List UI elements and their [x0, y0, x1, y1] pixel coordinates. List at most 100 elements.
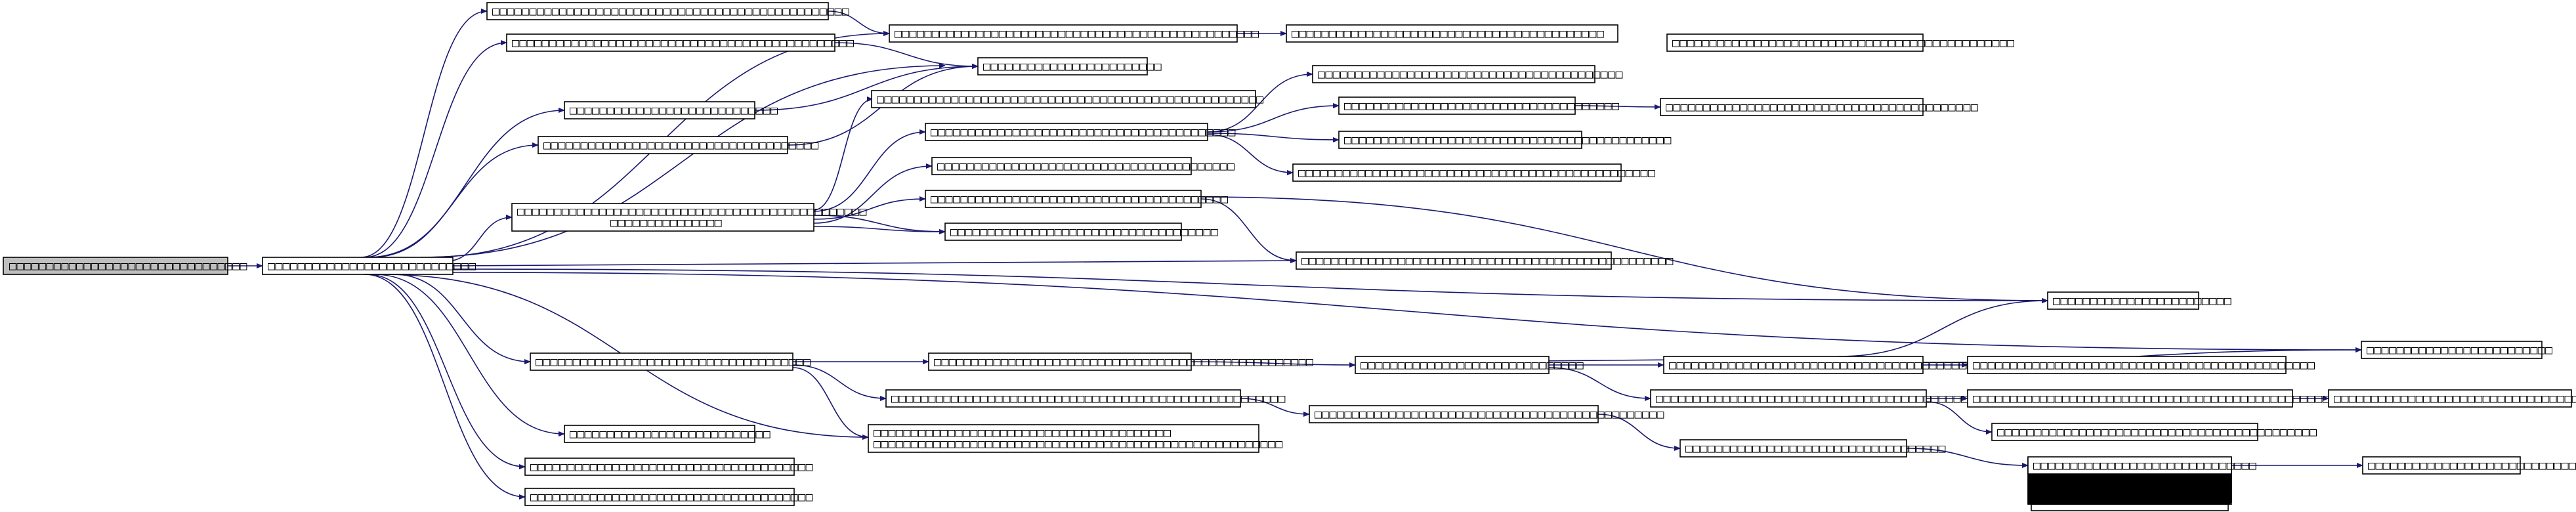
- edge-23: [813, 196, 926, 220]
- node-b5[interactable]: □□□□□□□□□□□□□□□□□□□□□□□□□□□□□□□□□□□□□□□□…: [511, 203, 867, 232]
- node-label: □□□□□□□□□□□□□□□□□□□□□□□□: [2053, 294, 2231, 308]
- node-label: □□□□□□□□□□□□□□□□□□□□□□□□□□□□□□□□□□□□□□□□…: [492, 5, 849, 18]
- edge-9: [452, 268, 2048, 303]
- node-label: □□□□□□□□□□□□□□□□□□□□□□□□□□□□□□□□□□□□□□□□…: [1672, 36, 2015, 50]
- node-label: □□□□□□□□□□□□□□□□□□□□□□□□□□□□□□□□□□□□□□□□…: [1973, 392, 2345, 406]
- node-label: □□□□□□□□□□□□□□□□□□□□□□□□□□□□□□□□□□□□□□□□…: [1669, 358, 1981, 372]
- node-label: □□□□□□□□□□□□□□□□□□□□□□□□□□□□□□: [1361, 358, 1584, 372]
- edge-36: [1191, 361, 1356, 368]
- node-b3[interactable]: □□□□□□□□□□□□□□□□□□□□□□□□□□□□: [564, 101, 778, 119]
- node-b7[interactable]: □□□□□□□□□□□□□□□□□□□□□□□□□□□: [564, 425, 771, 443]
- node-d6[interactable]: □□□□□□□□□□□□□□□□□□□□□□□□□□□□□□□□□□□□□□□□…: [1296, 251, 1674, 270]
- node-f3[interactable]: □□□□□□□□□□□□□□□□□□□□□□□□□□□□□□: [2362, 456, 2576, 475]
- edge-17: [834, 42, 979, 69]
- node-d4[interactable]: □□□□□□□□□□□□□□□□□□□□□□□□□□□□□□□□□□□□□□□□…: [1338, 131, 1672, 149]
- node-a[interactable]: □□□□□□□□□□□□□□□□□□□□□□□□□□□□: [262, 257, 476, 275]
- node-b9[interactable]: □□□□□□□□□□□□□□□□□□□□□□□□□□□□□□□□□□□□□□: [524, 488, 813, 506]
- node-label: □□□□□□□□□□□□□□□□□□□□□□□□□□□□□□□□□□□□□□□□…: [934, 355, 1313, 369]
- node-label: □□□□□□□□□□□□□□□□□□□□□□□□□□□□□□□□□□□□□□□□…: [891, 392, 1286, 406]
- node-label: □□□□□□□□□□□□□□□□□□□□□□□□□□□□□□□□□□□□□□□□…: [874, 437, 1283, 451]
- edge-44: [1926, 401, 1993, 435]
- node-f4[interactable]: □□□□□□□□□□□□□□□□□□□□□□□□□□□□□□□□□□□: [2328, 389, 2576, 408]
- node-label: □□□□□□□□□□□□□□□□□□□□□□□□□□□□□□: [2033, 459, 2256, 473]
- edge-7: [446, 215, 513, 262]
- edge-13: [373, 274, 565, 437]
- edge-33: [1207, 134, 1294, 175]
- node-label: □□□□□□□□□□□□□□□□□□□□□□□□□□□□□□□□□□□□: [950, 225, 1218, 239]
- node-d2[interactable]: □□□□□□□□□□□□□□□□□□□□□□□□□□□□□□□□□□□□□□□□…: [1312, 65, 1623, 83]
- node-d7[interactable]: □□□□□□□□□□□□□□□□□□□□□□□□□□□□□□□□□□□□□□□□…: [1309, 405, 1664, 423]
- node-c8[interactable]: □□□□□□□□□□□□□□□□□□□□□□□□□□□□□□□□□□□□□□□□…: [928, 352, 1313, 371]
- node-label: □□□□□□□□□□□□□□□□□□□□□□□□□□□□□□□□□□□: [2334, 392, 2576, 406]
- edge-24: [813, 163, 933, 224]
- node-label: □□□□□□□□□□□□□□□□□□□□□□□□□□□□□□□□□□□□□□□□…: [1298, 166, 1655, 180]
- edge-49: [1574, 104, 1661, 110]
- node-f1[interactable]: □□□□□□□□□□□□□□□□□□□□□□□□: [2047, 291, 2231, 310]
- edge-34: [1200, 198, 1297, 263]
- edge-28: [792, 367, 869, 440]
- node-d1[interactable]: □□□□□□□□□□□□□□□□□□□□□□□□□□□□□□□□□□□□□□□□…: [1286, 24, 1618, 43]
- node-d8[interactable]: □□□□□□□□□□□□□□□□□□□□□□□□□□□□□□□□□□□□□□□□…: [1660, 98, 1978, 116]
- edge-27: [792, 364, 887, 401]
- edge-32: [1207, 133, 1340, 142]
- node-label: □□□□□□□□□□□□□□□□□□□□□□□□□□□□□□□□: [9, 259, 247, 273]
- edge-15: [364, 274, 526, 500]
- node-c3[interactable]: □□□□□□□□□□□□□□□□□□□□□□□□□□□□□□□□□□□□□□□□…: [871, 90, 1264, 108]
- node-label: □□□□□□□□□□□□□□□□□□□□□□□□□□□: [570, 427, 771, 441]
- node-b2[interactable]: □□□□□□□□□□□□□□□□□□□□□□□□□□□□□□□□□□□□□□□□…: [506, 33, 855, 52]
- node-label: □□□□□□□□□□□□□□□□□□□□□□□□□□□□□□□□□□□□□□□□…: [1315, 408, 1664, 421]
- node-label: □□□□□□□□□□□□□□□□□□□□□□□□□: [2367, 343, 2552, 357]
- edge-21: [813, 129, 926, 212]
- node-label: □□□□□□□□□□□□□□□□□□□□□□□□□□□□□□□□□□□□□□□□…: [1666, 100, 1978, 114]
- node-c10[interactable]: □□□□□□□□□□□□□□□□□□□□□□□□□□□□□□□□□□□□□□□□…: [885, 389, 1286, 408]
- node-b1[interactable]: □□□□□□□□□□□□□□□□□□□□□□□□□□□□□□□□□□□□□□□□…: [486, 2, 849, 20]
- node-c2[interactable]: □□□□□□□□□□□□□□□□□□□□□□□□: [977, 57, 1162, 75]
- node-root[interactable]: □□□□□□□□□□□□□□□□□□□□□□□□□□□□□□□□: [3, 257, 247, 275]
- node-layer: □□□□□□□□□□□□□□□□□□□□□□□□□□□□□□□□ □□□□□□□…: [3, 2, 2576, 511]
- node-e5[interactable]: □□□□□□□□□□□□□□□□□□□□□□□□□□□□□□□□□□□□□□□□…: [1967, 389, 2345, 408]
- edge-25: [813, 226, 946, 234]
- edge-3: [367, 108, 565, 258]
- node-label: □□□□□□□□□□□□□□□□□□□□□□□□□□□□□□□□□□□□□□□□…: [1301, 254, 1674, 268]
- edge-18: [754, 64, 979, 111]
- node-e6[interactable]: □□□□□□□□□□□□□□□□□□□□□□□□□□□□□□□□□□□□□□□□…: [1991, 423, 2317, 441]
- node-label: □□□□□□□□□□□□□□□□□□□□□□□□□□□□□□□□□□□□□□□□…: [1656, 392, 2028, 406]
- edge-38: [1548, 367, 1651, 401]
- node-e8[interactable]: [2031, 503, 2229, 511]
- node-e4[interactable]: □□□□□□□□□□□□□□□□□□□□□□□□□□□□□□□□□□□□□□□□…: [1967, 356, 2315, 374]
- node-d3[interactable]: □□□□□□□□□□□□□□□□□□□□□□□□□□□□□□□□□□□□□: [1338, 96, 1619, 115]
- edge-30: [1207, 72, 1313, 133]
- node-label: □□□□□□□□□□□□□□□□□□□□□□□□□□□□□□□□□□□□□□□□: [937, 160, 1235, 173]
- node-d5[interactable]: □□□□□□□□□□□□□□□□□□□□□□□□□□□□□□□□□□□□□□□□…: [1292, 163, 1655, 182]
- node-label: □□□□□□□□□□□□□□□□□□□□□□□□□□□□□□□□□□□□□: [543, 139, 818, 152]
- node-label: □□□□□□□□□□□□□□□□□□□□□□□□□□□□□□□□□□□□□□□□…: [517, 205, 867, 219]
- edge-47: [1906, 448, 2029, 468]
- node-e2[interactable]: □□□□□□□□□□□□□□□□□□□□□□□□□□□□□□□□□□□□□□□□…: [1663, 356, 1981, 374]
- node-b8[interactable]: □□□□□□□□□□□□□□□□□□□□□□□□□□□□□□□□□□□□□□: [524, 458, 813, 476]
- node-e1[interactable]: □□□□□□□□□□□□□□□□□□□□□□□□□□□□□□: [1355, 356, 1584, 374]
- node-c5[interactable]: □□□□□□□□□□□□□□□□□□□□□□□□□□□□□□□□□□□□□□□□: [931, 157, 1235, 175]
- node-f5[interactable]: □□□□□□□□□□□□□□□□□□□□□□□□□□□□□□: [2027, 456, 2256, 475]
- edge-5: [419, 63, 946, 258]
- node-b4[interactable]: □□□□□□□□□□□□□□□□□□□□□□□□□□□□□□□□□□□□□: [538, 136, 818, 154]
- node-b6[interactable]: □□□□□□□□□□□□□□□□□□□□□□□□□□□□□□□□□□□□□: [530, 352, 811, 371]
- node-label: □□□□□□□□□□□□□□□□□□□□□□□□□□□□□□□□□□□□□□□□…: [1344, 133, 1672, 147]
- node-f2[interactable]: □□□□□□□□□□□□□□□□□□□□□□□□□: [2361, 341, 2552, 359]
- node-c6[interactable]: □□□□□□□□□□□□□□□□□□□□□□□□□□□□□□□□□□□□: [944, 223, 1218, 241]
- edge-50: [1240, 398, 1310, 417]
- node-c4[interactable]: □□□□□□□□□□□□□□□□□□□□□□□□□□□□□□□□□□□□□□□□…: [925, 123, 1236, 141]
- node-label: □□□□□□□□□□□□□□□□□□□□□□□□□□□□□□□□□□□□□□□□…: [512, 36, 855, 50]
- edge-4: [370, 142, 539, 258]
- node-label: □□□□□□□□□□□□□□□□□□□□□□□□□□□□□□□□□□□□□□□□…: [895, 27, 1259, 41]
- edge-8: [452, 258, 1297, 267]
- node-c9[interactable]: □□□□□□□□□□□□□□□□□□□□□□□□□□□□□□□□□□□□□□□□…: [868, 424, 1283, 453]
- node-e3[interactable]: □□□□□□□□□□□□□□□□□□□□□□□□□□□□□□□□□□□□□□□□…: [1650, 389, 2028, 408]
- node-f6[interactable]: □□□□□□□□□□□□□□□□□□□□□□□□□□□□□□□□□□□□□□□□…: [1666, 33, 2015, 52]
- edge-11: [393, 274, 531, 364]
- node-c7[interactable]: □□□□□□□□□□□□□□□□□□□□□□□□□□□□□□□□□□□□□□□□: [925, 190, 1228, 208]
- node-c1[interactable]: □□□□□□□□□□□□□□□□□□□□□□□□□□□□□□□□□□□□□□□□…: [889, 24, 1259, 43]
- edge-31: [1207, 103, 1340, 133]
- edge-10: [452, 272, 2362, 352]
- node-e7[interactable]: □□□□□□□□□□□□□□□□□□□□□□□□□□□□□□□□□□□: [1679, 439, 1946, 458]
